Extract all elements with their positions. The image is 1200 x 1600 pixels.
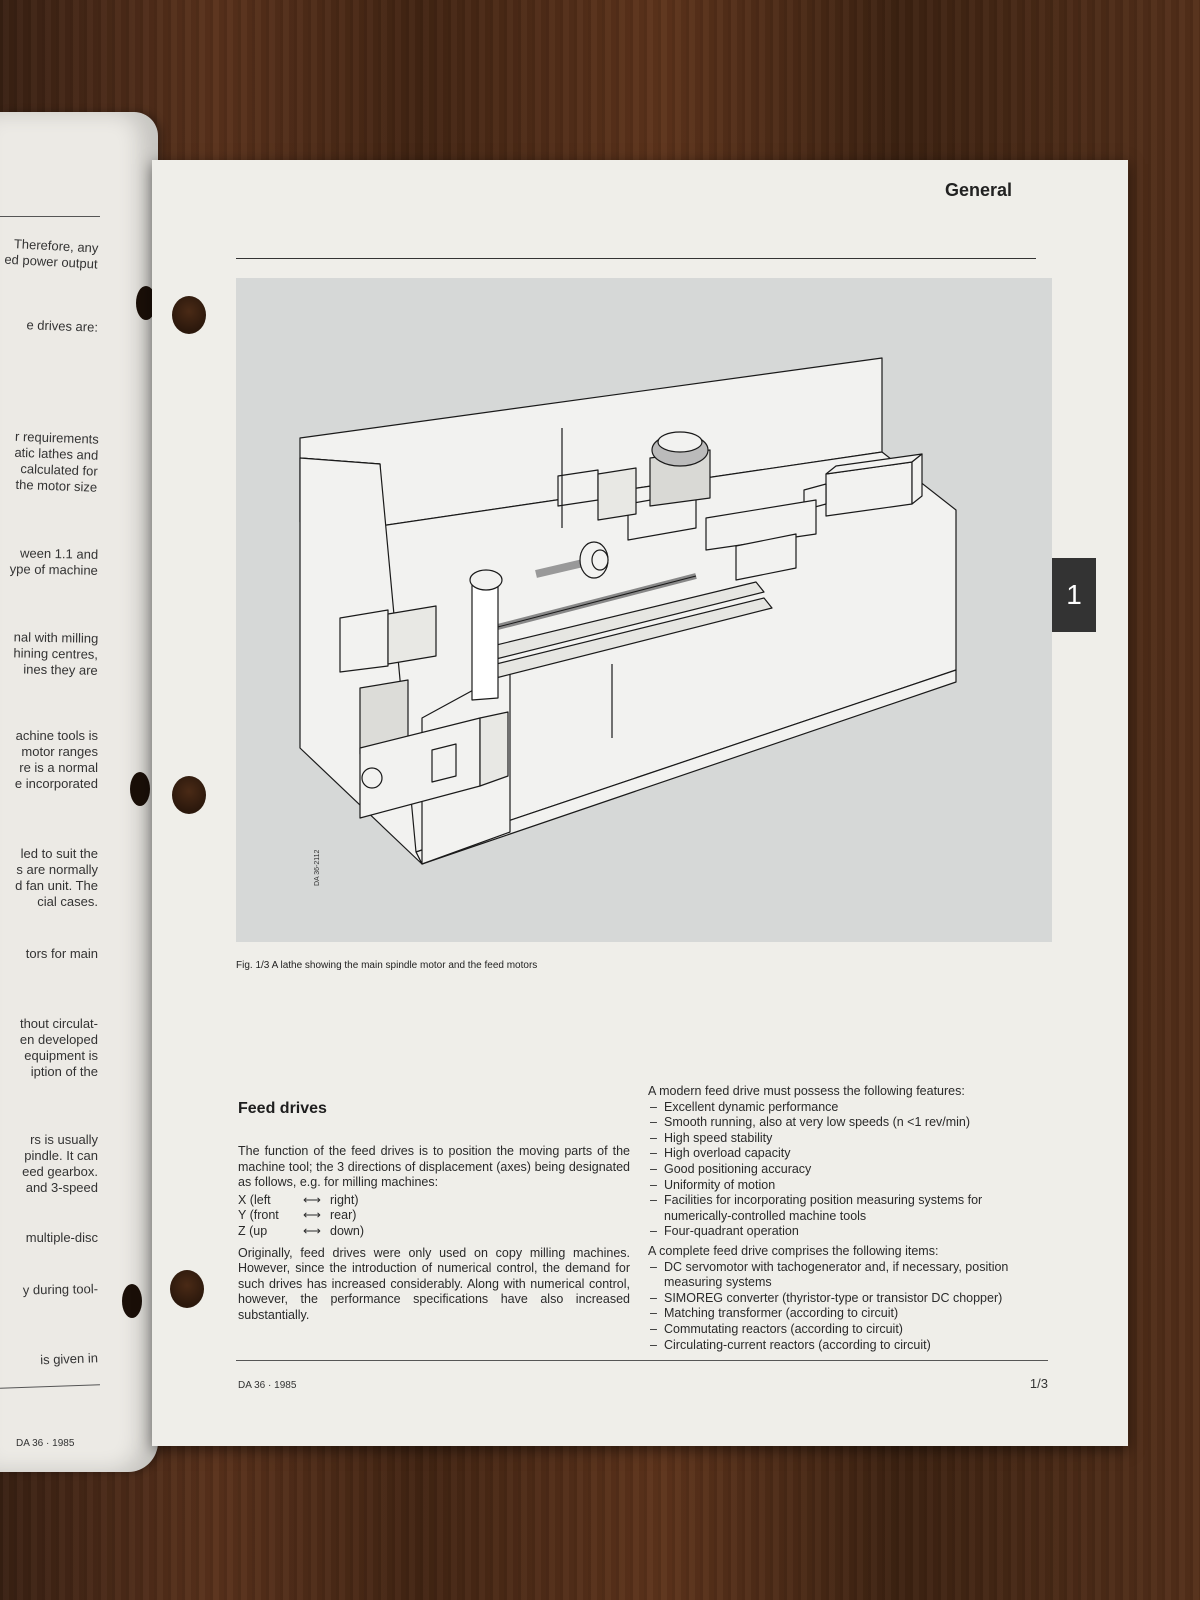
axis-row-x: X (left ⟷ right) [238, 1193, 630, 1209]
list-item: DC servomotor with tachogenerator and, i… [648, 1260, 1046, 1291]
axis-end: right) [330, 1192, 359, 1207]
features-intro: A modern feed drive must possess the fol… [648, 1084, 965, 1098]
left-fragment: tors for main [25, 946, 98, 961]
chapter-tab: 1 [1052, 558, 1096, 632]
axis-list: X (left ⟷ right) Y (front ⟷ rear) Z (up … [238, 1193, 630, 1240]
page-number: 1/3 [1029, 1376, 1048, 1391]
axis-end: rear) [330, 1208, 357, 1223]
left-fragment: y during tool- [22, 1281, 99, 1298]
paragraph: Originally, feed drives were only used o… [238, 1245, 630, 1322]
axis-end: down) [330, 1223, 365, 1238]
left-fragment: ween 1.1 and ype of machine [9, 545, 99, 578]
list-item: High overload capacity [648, 1146, 1046, 1162]
components-intro: A complete feed drive comprises the foll… [648, 1243, 939, 1258]
list-item: Matching transformer (according to circu… [648, 1306, 1046, 1322]
list-item: Four-quadrant operation [648, 1224, 1046, 1240]
features-column: A modern feed drive must possess the fol… [648, 1084, 1046, 1357]
list-item: Uniformity of motion [648, 1178, 1046, 1194]
axis-row-y: Y (front ⟷ rear) [238, 1208, 630, 1224]
list-item: Facilities for incorporating position me… [648, 1193, 1046, 1224]
right-page: General 1 [152, 160, 1128, 1446]
left-fragment: thout circulat- en developed equipment i… [19, 1016, 98, 1079]
list-item: SIMOREG converter (thyristor-type or tra… [648, 1291, 1046, 1307]
section-title: General [944, 180, 1012, 200]
axis-arrow: ⟷ [303, 1192, 321, 1207]
left-fragment: Therefore, any ed power output [4, 236, 99, 272]
left-page-footer: DA 36 · 1985 [16, 1438, 75, 1449]
axis-row-z: Z (up ⟷ down) [238, 1224, 630, 1240]
left-fragment: is given in [39, 1350, 99, 1368]
left-fragment: achine tools is motor ranges re is a nor… [14, 728, 98, 791]
left-page-rule [0, 1384, 100, 1389]
axis-label: Z (up [238, 1223, 268, 1238]
binder-hole [136, 286, 156, 320]
axis-label: Y (front [238, 1208, 279, 1223]
list-item: Smooth running, also at very low speeds … [648, 1115, 1046, 1131]
left-fragment: r requirements atic lathes and calculate… [14, 428, 100, 495]
figure-caption: Fig. 1/3 A lathe showing the main spindl… [236, 960, 538, 971]
figure-id: DA 36-2112 [314, 849, 321, 886]
feed-drives-heading: Feed drives [238, 1100, 327, 1117]
list-item: Commutating reactors (according to circu… [648, 1322, 1046, 1338]
left-fragment: e drives are: [26, 317, 99, 335]
list-item: High speed stability [648, 1131, 1046, 1147]
axis-arrow: ⟷ [303, 1208, 321, 1223]
binder-hole [130, 772, 150, 806]
list-item: Excellent dynamic performance [648, 1100, 1046, 1116]
left-fragment: multiple-disc [25, 1230, 98, 1245]
axis-arrow: ⟷ [303, 1223, 321, 1238]
binder-hole [172, 296, 206, 334]
left-fragment: rs is usually pindle. It can eed gearbox… [22, 1132, 98, 1195]
header-rule [236, 258, 1036, 259]
binder-hole [122, 1284, 142, 1318]
features-list: Excellent dynamic performance Smooth run… [648, 1100, 1046, 1240]
list-item: Circulating-current reactors (according … [648, 1338, 1046, 1354]
lathe-illustration [299, 357, 957, 865]
left-page-rule [0, 216, 100, 217]
components-list: DC servomotor with tachogenerator and, i… [648, 1260, 1046, 1354]
axis-label: X (left [238, 1192, 271, 1207]
list-item: Good positioning accuracy [648, 1162, 1046, 1178]
left-fragment: nal with milling hining centres, ines th… [13, 629, 99, 678]
feed-drives-text: The function of the feed drives is to po… [238, 1144, 630, 1332]
footer-rule [236, 1360, 1048, 1361]
footer-publication: DA 36 · 1985 [238, 1380, 297, 1391]
lathe-figure: DA 36-2112 [236, 278, 1052, 942]
paragraph: The function of the feed drives is to po… [238, 1144, 630, 1190]
binder-hole [170, 1270, 204, 1308]
binder-hole [172, 776, 206, 814]
left-fragment: led to suit the s are normally d fan uni… [15, 846, 98, 909]
